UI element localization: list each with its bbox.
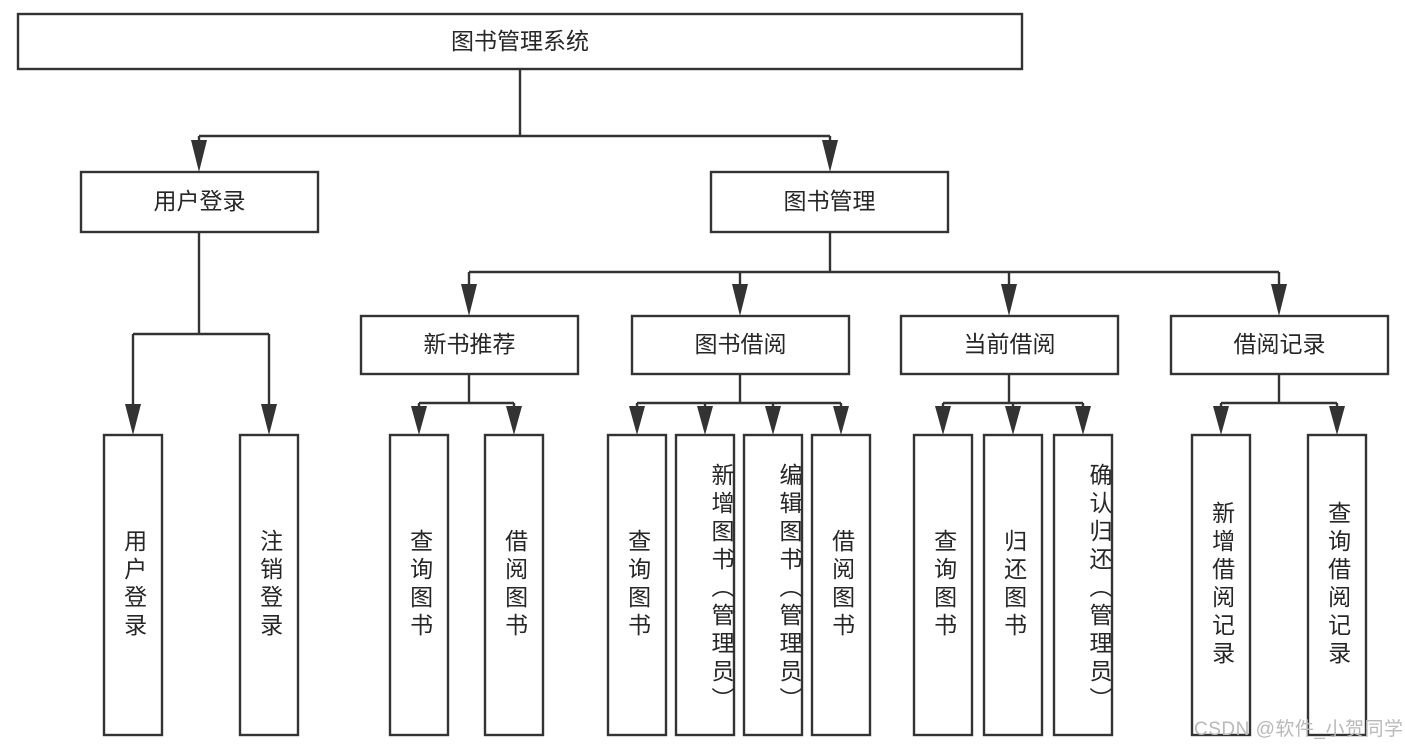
node-user-login-box[interactable] [79,170,320,234]
arrow-to-new-book [461,284,477,316]
arrowhead-layer [125,140,1345,435]
node-root[interactable]: 图书管理系统 [16,12,1024,71]
node-leaf-query-book-borrow-box[interactable] [606,433,668,737]
node-root-label: 图书管理系统 [451,28,589,54]
node-current-borrow[interactable]: 当前借阅 [899,314,1120,376]
node-book-borrow[interactable]: 图书借阅 [630,314,851,376]
node-leaf-logout-box[interactable] [238,433,300,737]
arrow-to-leaf-borrow-rec [506,406,522,435]
arrow-to-book-manage [822,140,838,172]
arrow-to-borrow-record [1271,284,1287,316]
node-user-login[interactable]: 用户登录 [79,170,320,234]
arrow-to-leaf-query-rec [411,406,427,435]
arrow-to-leaf-user-login [125,404,141,435]
connector-borrowrecord-bus [1219,374,1339,428]
node-new-book-recommend-box[interactable] [359,314,580,376]
node-new-book-recommend[interactable]: 新书推荐 [359,314,580,376]
node-borrow-record-label: 借阅记录 [1234,331,1326,357]
node-current-borrow-label: 当前借阅 [964,331,1056,357]
arrow-to-leaf-logout [261,404,277,435]
node-book-manage-label: 图书管理 [784,188,876,214]
node-user-login-label: 用户登录 [154,188,246,214]
node-leaf-edit-book-box[interactable] [742,433,804,737]
leaf-box-layer [102,433,1368,737]
arrow-to-leaf-return [1005,406,1021,435]
arrow-to-leaf-confirm [1075,406,1091,435]
arrow-to-leaf-query-cur [935,406,951,435]
node-leaf-query-book-rec-box[interactable] [388,433,450,737]
node-leaf-query-book-cur-box[interactable] [912,433,974,737]
node-new-book-recommend-label: 新书推荐 [424,331,516,357]
node-borrow-record[interactable]: 借阅记录 [1169,314,1390,376]
arrow-to-leaf-add-book [697,406,713,435]
arrow-to-leaf-query-bb [629,406,645,435]
node-book-manage-box[interactable] [709,170,950,234]
connector-bookborrow-bus [635,374,843,428]
node-book-manage[interactable]: 图书管理 [709,170,950,234]
node-leaf-add-book-box[interactable] [674,433,736,737]
connector-userlogin-bus [131,232,271,428]
connector-bookmanage-bus [467,232,1281,309]
connector-newbook-bus [417,374,516,428]
node-leaf-user-login-box[interactable] [102,433,164,737]
arrow-to-user-login [191,140,207,172]
node-leaf-borrow-book-box[interactable] [810,433,872,737]
node-root-box[interactable] [16,12,1024,71]
csdn-watermark: CSDN @软件_小贺同学 [1194,719,1404,740]
arrow-to-leaf-edit-book [765,406,781,435]
connector-root-bus [197,69,832,165]
node-book-borrow-label: 图书借阅 [695,331,787,357]
node-leaf-borrow-book-rec-box[interactable] [483,433,545,737]
arrow-to-book-borrow [732,284,748,316]
arrow-to-leaf-query-record [1329,406,1345,435]
node-leaf-add-record-box[interactable] [1190,433,1252,737]
arrow-to-current-borrow [1001,284,1017,316]
node-borrow-record-box[interactable] [1169,314,1390,376]
node-leaf-return-book-box[interactable] [982,433,1044,737]
node-book-borrow-box[interactable] [630,314,851,376]
arrow-to-leaf-borrow-book [833,406,849,435]
node-current-borrow-box[interactable] [899,314,1120,376]
node-leaf-confirm-return-box[interactable] [1052,433,1114,737]
node-leaf-query-record-box[interactable] [1306,433,1368,737]
arrow-to-leaf-add-record [1213,406,1229,435]
